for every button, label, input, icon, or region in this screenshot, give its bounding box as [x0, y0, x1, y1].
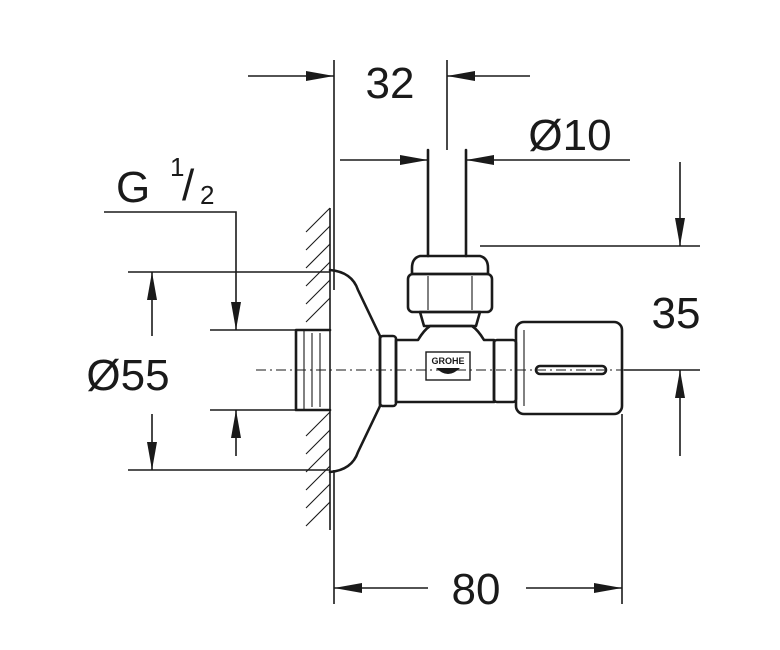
logo-text: GROHE [431, 356, 464, 366]
dim-80-label: 80 [452, 565, 501, 614]
dim-10-label: Ø10 [528, 111, 611, 160]
dim-35-label: 35 [652, 289, 701, 338]
dim-10 [340, 155, 630, 165]
thread-slash: / [182, 161, 195, 210]
dim-35 [480, 162, 700, 456]
dim-32 [248, 60, 530, 290]
wall-hatch [305, 207, 331, 530]
dim-32-label: 32 [366, 59, 415, 108]
thread-label: G 1 / 2 [116, 152, 214, 212]
thread-num: 1 [170, 152, 184, 182]
dim-55 [128, 271, 330, 471]
grohe-logo: GROHE [425, 351, 471, 381]
thread-base: G [116, 163, 150, 212]
dim-55-label: Ø55 [86, 351, 169, 400]
thread-callout [104, 211, 296, 456]
valve-body [294, 148, 624, 474]
dim-80 [333, 414, 623, 604]
thread-den: 2 [200, 180, 214, 210]
